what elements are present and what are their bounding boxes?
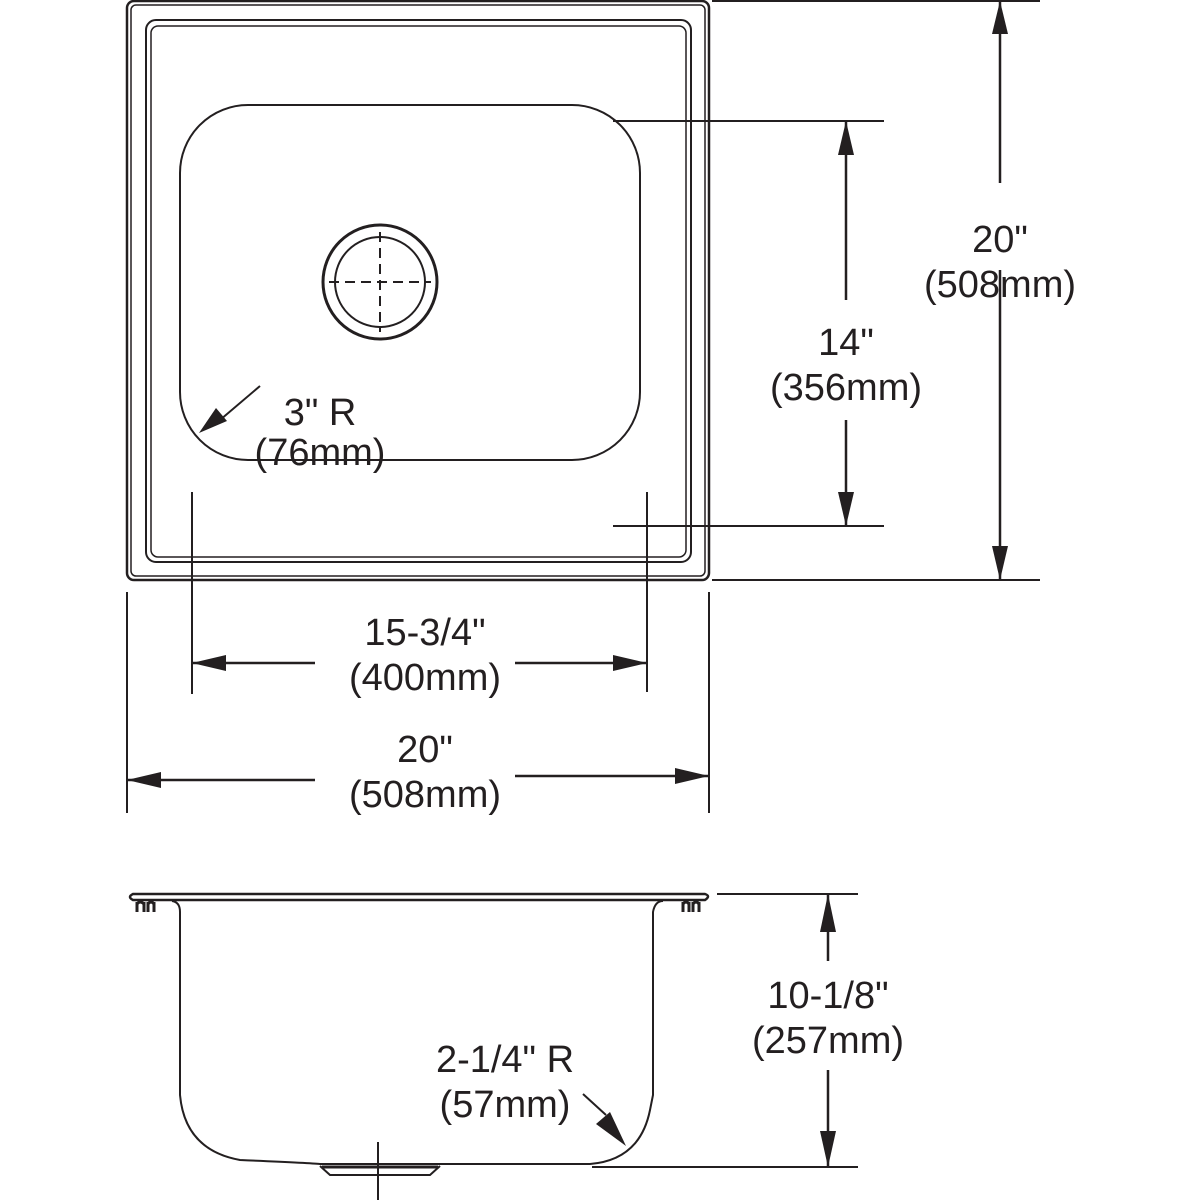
overall-depth-metric: (508mm) [924, 264, 1076, 306]
arrowhead-right [613, 655, 647, 671]
bottom-radius-callout: 2-1/4" R (57mm) [436, 1039, 626, 1146]
drain-outlet [319, 1165, 441, 1176]
top-view [125, 0, 711, 582]
bottom-radius-imperial: 2-1/4" R [436, 1039, 574, 1081]
radius-leader-line [219, 385, 261, 421]
arrowhead-down [992, 546, 1008, 580]
drain-outer-ring [321, 223, 439, 341]
bowl-depth-imperial: 10-1/8" [767, 975, 888, 1017]
bowl-outline [179, 104, 641, 461]
arrowhead-left [192, 655, 226, 671]
bowl-depth-dimension: 10-1/8" (257mm) [592, 893, 904, 1168]
radius-arrowhead [199, 408, 227, 433]
corner-radius-metric: (76mm) [255, 432, 386, 474]
arrowhead-up [838, 121, 854, 155]
arrowhead-down [820, 1131, 836, 1167]
bowl-length-metric: (356mm) [770, 367, 922, 409]
radius-arrowhead [596, 1112, 626, 1146]
bowl-length-imperial: 14" [818, 322, 874, 364]
arrowhead-up [992, 1, 1008, 34]
overall-width-dimension: 20" (508mm) [126, 592, 710, 816]
arrowhead-left [127, 772, 161, 788]
corner-radius-imperial: 3" R [284, 392, 357, 434]
arrowhead-right [675, 768, 709, 784]
bowl-width-metric: (400mm) [349, 657, 501, 699]
arrowhead-up [820, 894, 836, 932]
mounting-clip-left [135, 900, 156, 912]
arrowhead-down [838, 492, 854, 526]
bowl-width-dimension: 15-3/4" (400mm) [191, 492, 648, 699]
radius-leader-line [582, 1093, 607, 1116]
sink-outer-rim [125, 0, 711, 582]
deck-ledge-inner [150, 25, 687, 558]
overall-depth-imperial: 20" [972, 219, 1028, 261]
sink-outer-rim-inner-edge [130, 4, 706, 577]
bowl-length-dimension: 14" (356mm) [613, 120, 922, 527]
mounting-clip-right [681, 900, 701, 912]
deck-ledge-outer [145, 19, 692, 563]
bowl-width-imperial: 15-3/4" [364, 612, 485, 654]
bowl-depth-metric: (257mm) [752, 1020, 904, 1062]
corner-radius-callout: 3" R (76mm) [199, 385, 386, 474]
rim-flange [128, 892, 710, 902]
overall-width-metric: (508mm) [349, 774, 501, 816]
side-view [128, 892, 710, 1200]
bowl-profile [171, 900, 664, 1165]
bottom-radius-metric: (57mm) [440, 1084, 571, 1126]
overall-width-imperial: 20" [397, 729, 453, 771]
overall-depth-dimension: 20" (508mm) [712, 0, 1076, 581]
